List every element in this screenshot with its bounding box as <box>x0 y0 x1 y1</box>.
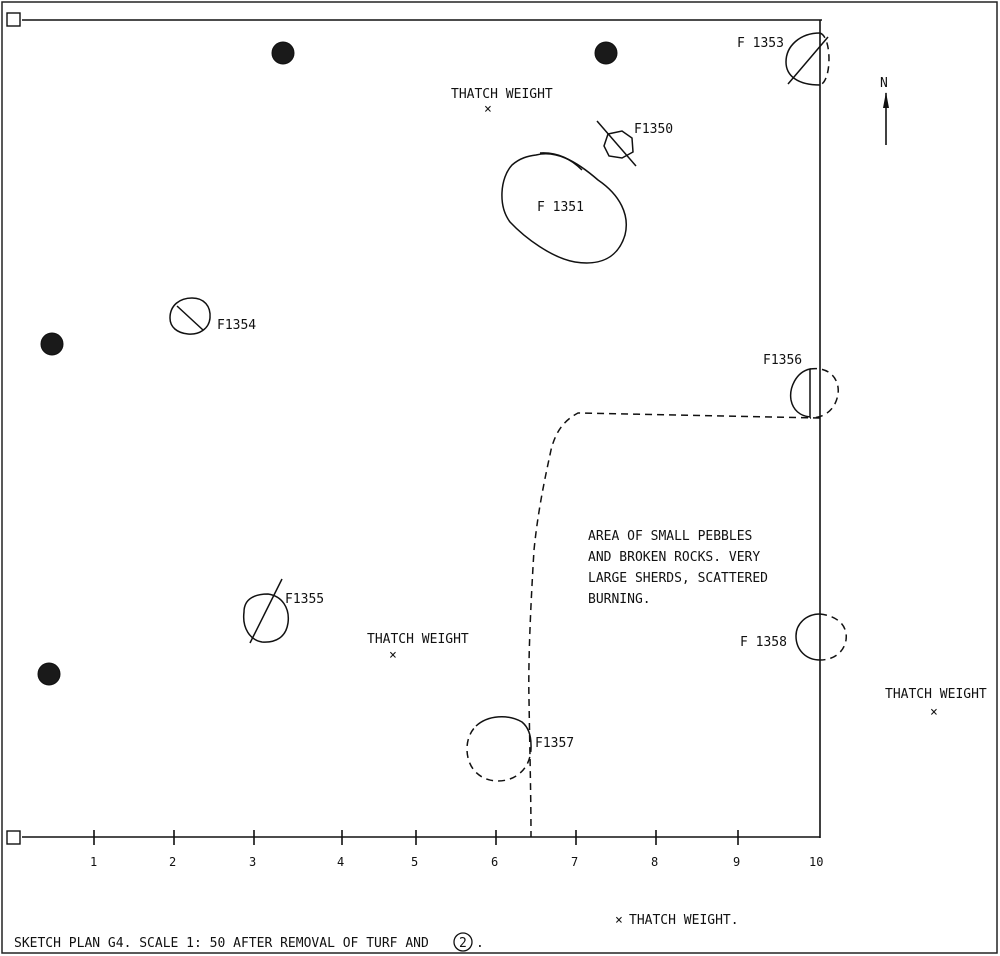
area-note-line: AREA OF SMALL PEBBLES <box>588 529 752 544</box>
scale-tick-label: 8 <box>651 855 658 869</box>
scale-tick-label: 7 <box>571 855 578 869</box>
legend-text: THATCH WEIGHT. <box>629 913 739 928</box>
thatch-weight-label-top: THATCH WEIGHT <box>451 87 553 102</box>
feature-label-f1354: F1354 <box>217 318 256 333</box>
feature-f1350 <box>596 120 637 167</box>
north-arrow-icon <box>883 92 889 145</box>
plan-caption: SKETCH PLAN G4. SCALE 1: 50 AFTER REMOVA… <box>14 936 429 951</box>
feature-label-f1350: F1350 <box>634 122 673 137</box>
post-hole <box>37 662 61 686</box>
feature-f1353 <box>785 32 830 86</box>
scale-tick-label: 3 <box>249 855 256 869</box>
scale-tick-label: 2 <box>169 855 176 869</box>
feature-f1358 <box>795 613 847 661</box>
feature-f1355 <box>242 578 290 644</box>
feature-f1354 <box>169 297 211 335</box>
thatch-weight-marker: × <box>930 705 938 720</box>
feature-label-f1351: F 1351 <box>537 200 584 215</box>
scale-tick-label: 1 <box>90 855 97 869</box>
feature-label-f1358: F 1358 <box>740 635 787 650</box>
feature-label-f1356: F1356 <box>763 353 802 368</box>
feature-f1351 <box>501 152 627 264</box>
area-note-line: AND BROKEN ROCKS. VERY <box>588 550 760 565</box>
thatch-weight-marker: × <box>484 102 492 117</box>
legend-marker: × <box>615 913 623 928</box>
datum-square-bottom-left <box>6 830 21 845</box>
feature-label-f1357: F1357 <box>535 736 574 751</box>
thatch-weight-label-right: THATCH WEIGHT <box>885 687 987 702</box>
scale-tick-label: 9 <box>733 855 740 869</box>
circled-layer-number: 2 <box>459 936 467 951</box>
datum-square-top-left <box>6 12 21 27</box>
scale-tick-label: 5 <box>411 855 418 869</box>
post-hole <box>40 332 64 356</box>
post-hole <box>271 41 295 65</box>
thatch-weight-label-middle: THATCH WEIGHT <box>367 632 469 647</box>
post-hole <box>594 41 618 65</box>
scale-tick-label: 4 <box>337 855 344 869</box>
scale-tick-label: 6 <box>491 855 498 869</box>
feature-label-f1353: F 1353 <box>737 36 784 51</box>
area-note-line: BURNING. <box>588 592 651 607</box>
area-note-line: LARGE SHERDS, SCATTERED <box>588 571 768 586</box>
circled-layer-marker <box>453 932 473 952</box>
pebble-area-boundary <box>528 412 821 838</box>
scale-tick-label: 10 <box>809 855 823 869</box>
scale-ticks <box>93 830 739 845</box>
thatch-weight-marker: × <box>389 648 397 663</box>
feature-label-f1355: F1355 <box>285 592 324 607</box>
north-label: N <box>880 76 888 91</box>
caption-end: . <box>476 936 484 951</box>
feature-f1357 <box>466 716 532 782</box>
feature-f1356 <box>789 367 839 419</box>
